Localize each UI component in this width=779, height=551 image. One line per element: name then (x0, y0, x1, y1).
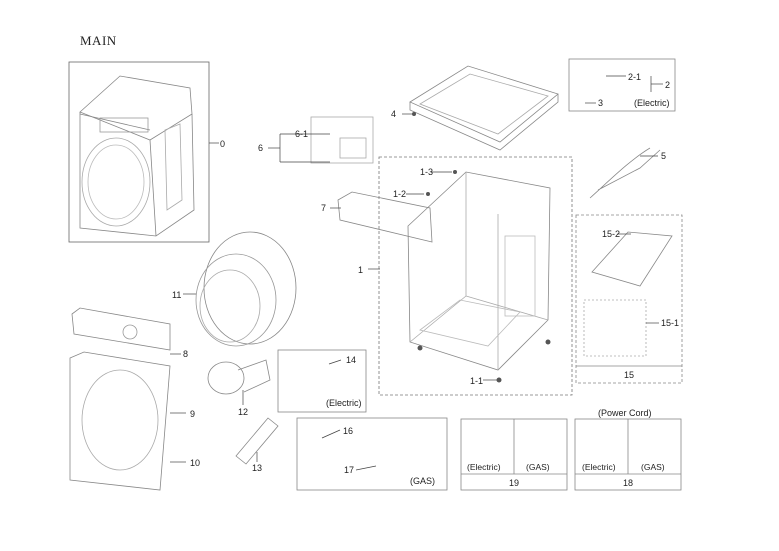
callout-0: 0 (220, 139, 226, 149)
top-cover-illustration (409, 65, 559, 151)
callout-1: 1 (358, 265, 364, 275)
callout-2: 2 (665, 80, 671, 90)
callout-15-1: 15-1 (661, 318, 680, 328)
duct-illustration (207, 359, 271, 395)
callout-15-2: 15-2 (602, 229, 621, 239)
callout-4: 4 (391, 109, 397, 119)
callout-16: 16 (343, 426, 354, 436)
frame-harness-6 (310, 116, 374, 164)
callout-1-3: 1-3 (420, 167, 434, 177)
callout-6-1: 6-1 (295, 129, 309, 139)
callout-1-2: 1-2 (393, 189, 407, 199)
tube-illustration (235, 417, 279, 465)
box-2-electric-tag: (Electric) (634, 98, 670, 108)
dryer-illustration (79, 75, 195, 237)
page-title: MAIN (80, 33, 117, 48)
callout-18: 18 (623, 478, 634, 488)
frame-gas-valve (296, 417, 448, 491)
callout-1-1: 1-1 (470, 376, 484, 386)
frame-heater-14 (277, 349, 367, 413)
callout-7: 7 (321, 203, 327, 213)
filter-illustration (591, 231, 673, 287)
callout-3: 3 (598, 98, 604, 108)
box-19-gas-tag: (GAS) (526, 462, 550, 472)
callout-6: 6 (258, 143, 264, 153)
callout-11: 11 (172, 290, 182, 300)
callout-14: 14 (346, 355, 357, 365)
callout-19: 19 (509, 478, 520, 488)
box-18-gas-tag: (GAS) (641, 462, 665, 472)
drum-illustration (195, 231, 297, 347)
frame-box-15 (575, 214, 683, 384)
wire-harness-5 (589, 147, 661, 199)
callout-13: 13 (252, 463, 263, 473)
gas-valve-gas-tag: (GAS) (410, 476, 436, 486)
leader-lines (170, 75, 663, 471)
frame-box-18 (574, 418, 682, 491)
callout-15: 15 (624, 370, 635, 380)
box-18-electric-tag: (Electric) (582, 462, 616, 472)
callout-14-electric: (Electric) (326, 398, 362, 408)
callout-9: 9 (190, 409, 196, 419)
callout-5: 5 (661, 151, 667, 161)
cabinet-illustration (407, 171, 551, 371)
callout-10: 10 (190, 458, 201, 468)
callout-12: 12 (238, 407, 249, 417)
frame-dryer-assembly (68, 61, 210, 243)
bracket-7-illustration (337, 191, 433, 243)
box-19-electric-tag: (Electric) (467, 462, 501, 472)
screw-markers (412, 112, 551, 383)
control-panel-illustration (71, 307, 171, 351)
frame-box-19 (460, 418, 568, 491)
door-illustration (69, 351, 171, 491)
frame-box-2 (568, 58, 676, 112)
callout-2-1: 2-1 (628, 72, 642, 82)
frame-cabinet-1 (378, 156, 573, 396)
callout-17: 17 (344, 465, 355, 475)
callout-8: 8 (183, 349, 189, 359)
power-cord-tag: (Power Cord) (598, 408, 652, 418)
